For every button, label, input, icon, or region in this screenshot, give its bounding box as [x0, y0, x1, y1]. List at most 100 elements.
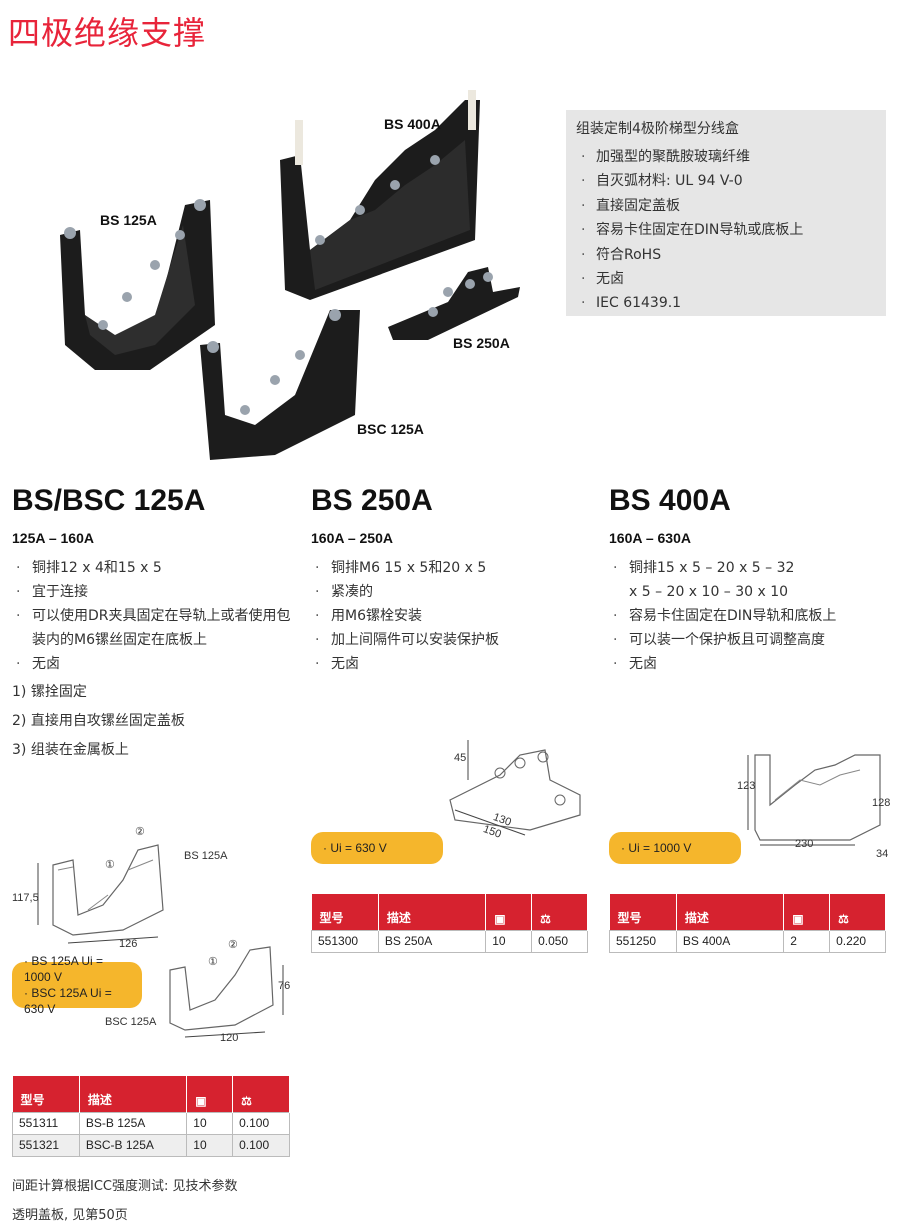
cell-weight: 0.100: [232, 1111, 290, 1135]
cell-qty: 10: [186, 1133, 234, 1157]
voltage-badge-bs125: · BS 125A Ui = 1000 V · BSC 125A Ui = 63…: [12, 954, 142, 1016]
column-range: 125A – 160A: [12, 530, 94, 546]
feature-box: 组装定制4极阶梯型分线盒 加强型的聚酰胺玻璃纤维 自灭弧材料: UL 94 V-…: [566, 110, 886, 316]
cell-qty: 10: [186, 1111, 234, 1135]
column-item: 无卤: [311, 652, 596, 676]
cell-desc: BS 250A: [377, 929, 487, 953]
badge-line: · Ui = 1000 V: [621, 841, 692, 855]
col-header-desc: 描述: [378, 894, 487, 930]
column-list: 铜排M6 15 x 5和20 x 5 紧凑的 用M6镙栓安装 加上间隔件可以安装…: [311, 556, 596, 676]
col-header-qty: ▣: [485, 894, 533, 930]
note-item: 3) 组装在金属板上: [12, 742, 129, 758]
table-row: 551321 BSC-B 125A 10 0.100: [12, 1133, 290, 1157]
note-item: 1) 镙拴固定: [12, 684, 87, 700]
package-icon: ▣: [494, 911, 506, 926]
dimension-label: 230: [795, 838, 814, 850]
weight-icon: ⚖: [540, 911, 551, 926]
cell-desc: BS 400A: [675, 929, 785, 953]
table-row: 551311 BS-B 125A 10 0.100: [12, 1111, 290, 1135]
cell-weight: 0.220: [829, 929, 886, 953]
col-header-weight: ⚖: [531, 894, 588, 930]
product-label-bs125: BS 125A: [100, 212, 157, 228]
dimension-label: 123: [737, 780, 756, 792]
column-item: 加上间隔件可以安装保护板: [311, 628, 596, 652]
feature-item: 容易卡住固定在DIN导轨或底板上: [576, 218, 876, 243]
column-item: 可以装一个保护板且可调整高度: [609, 628, 889, 652]
cell-model: 551321: [12, 1133, 80, 1157]
column-item: 容易卡住固定在DIN导轨和底板上: [609, 604, 889, 628]
table-row: 551300 BS 250A 10 0.050: [311, 929, 588, 953]
dimension-label: 117,5: [12, 892, 39, 904]
column-item: 无卤: [609, 652, 889, 676]
col-header-model: 型号: [12, 1076, 80, 1112]
column-bs400: BS 400A 160A – 630A 铜排15 x 5 – 20 x 5 – …: [609, 484, 889, 676]
badge-line: · BS 125A Ui = 1000 V: [24, 954, 104, 984]
drawing-bs125: [37, 844, 164, 944]
cell-desc: BS-B 125A: [78, 1111, 188, 1135]
note-item: 2) 直接用自攻镙丝固定盖板: [12, 713, 185, 729]
footnote: 透明盖板, 见第50页: [12, 1208, 128, 1223]
drawing-label: BSC 125A: [105, 1016, 157, 1028]
cell-qty: 10: [485, 929, 533, 953]
feature-item: 符合RoHS: [576, 243, 876, 268]
column-item: 用M6镙栓安装: [311, 604, 596, 628]
column-heading: BS/BSC 125A: [12, 484, 206, 517]
col-header-model: 型号: [311, 894, 379, 930]
product-photo-bs125: [60, 199, 215, 370]
column-bs250: BS 250A 160A – 250A 铜排M6 15 x 5和20 x 5 紧…: [311, 484, 596, 676]
column-item: 铜排15 x 5 – 20 x 5 – 32 x 5 – 20 x 10 – 3…: [609, 556, 889, 604]
cell-qty: 2: [783, 929, 831, 953]
weight-icon: ⚖: [838, 911, 849, 926]
col-header-weight: ⚖: [232, 1076, 290, 1112]
spec-table-bs125: 型号 描述 ▣ ⚖ 551311 BS-B 125A 10 0.100 5513…: [12, 1076, 290, 1157]
drawing-bs400: [747, 754, 881, 846]
dimension-label: 45: [454, 752, 467, 764]
column-list: 铜排15 x 5 – 20 x 5 – 32 x 5 – 20 x 10 – 3…: [609, 556, 889, 676]
cell-model: 551300: [311, 929, 379, 953]
dimension-label: 34: [876, 848, 889, 860]
product-photo-bsc125: [200, 309, 360, 460]
drawing-bsc125: [169, 946, 284, 1038]
product-photo-bs400: [280, 90, 480, 300]
column-list: 铜排12 x 4和15 x 5 宜于连接 可以使用DR夹具固定在导轨上或者使用包…: [12, 556, 297, 676]
badge-line: · Ui = 630 V: [323, 841, 387, 855]
column-item: 宜于连接: [12, 580, 297, 604]
column-notes: 1) 镙拴固定 2) 直接用自攻镙丝固定盖板 3) 组装在金属板上: [12, 678, 297, 765]
dimension-label: 76: [278, 980, 291, 992]
feature-item: IEC 61439.1: [576, 291, 876, 316]
feature-item: 无卤: [576, 267, 876, 292]
product-label-bs400: BS 400A: [384, 116, 441, 132]
col-header-desc: 描述: [676, 894, 785, 930]
column-heading: BS 250A: [311, 484, 433, 517]
cell-model: 551311: [12, 1111, 80, 1135]
column-item: 无卤: [12, 652, 297, 676]
column-heading: BS 400A: [609, 484, 731, 517]
column-item: 紧凑的: [311, 580, 596, 604]
voltage-badge-bs400: · Ui = 1000 V: [609, 832, 741, 864]
col-header-qty: ▣: [186, 1076, 234, 1112]
badge-line: · BSC 125A Ui = 630 V: [24, 986, 112, 1016]
column-range: 160A – 630A: [609, 530, 691, 546]
column-item: 铜排12 x 4和15 x 5: [12, 556, 297, 580]
page-title: 四极绝缘支撑: [8, 14, 207, 52]
table-row: 551250 BS 400A 2 0.220: [609, 929, 886, 953]
column-range: 160A – 250A: [311, 530, 393, 546]
product-label-bsc125: BSC 125A: [357, 421, 424, 437]
column-bs125: BS/BSC 125A 125A – 160A 铜排12 x 4和15 x 5 …: [12, 484, 297, 765]
drawing-label: BS 125A: [184, 850, 228, 862]
column-item: 可以使用DR夹具固定在导轨上或者使用包装内的M6镙丝固定在底板上: [12, 604, 297, 652]
dimension-label: 128: [872, 797, 891, 809]
footnote: 间距计算根据ICC强度测试: 见技术参数: [12, 1179, 238, 1194]
column-item: 铜排M6 15 x 5和20 x 5: [311, 556, 596, 580]
cell-model: 551250: [609, 929, 677, 953]
callout-2: ②: [228, 939, 238, 951]
cell-weight: 0.100: [232, 1133, 290, 1157]
spec-table-bs400: 型号 描述 ▣ ⚖ 551250 BS 400A 2 0.220: [609, 894, 886, 953]
col-header-desc: 描述: [79, 1076, 188, 1112]
feature-item: 直接固定盖板: [576, 194, 876, 219]
drawing-bs250: [449, 740, 581, 836]
voltage-badge-bs250: · Ui = 630 V: [311, 832, 443, 864]
callout-2: ②: [135, 826, 145, 838]
feature-list: 加强型的聚酰胺玻璃纤维 自灭弧材料: UL 94 V-0 直接固定盖板 容易卡住…: [576, 145, 876, 316]
callout-1: ①: [105, 859, 115, 871]
